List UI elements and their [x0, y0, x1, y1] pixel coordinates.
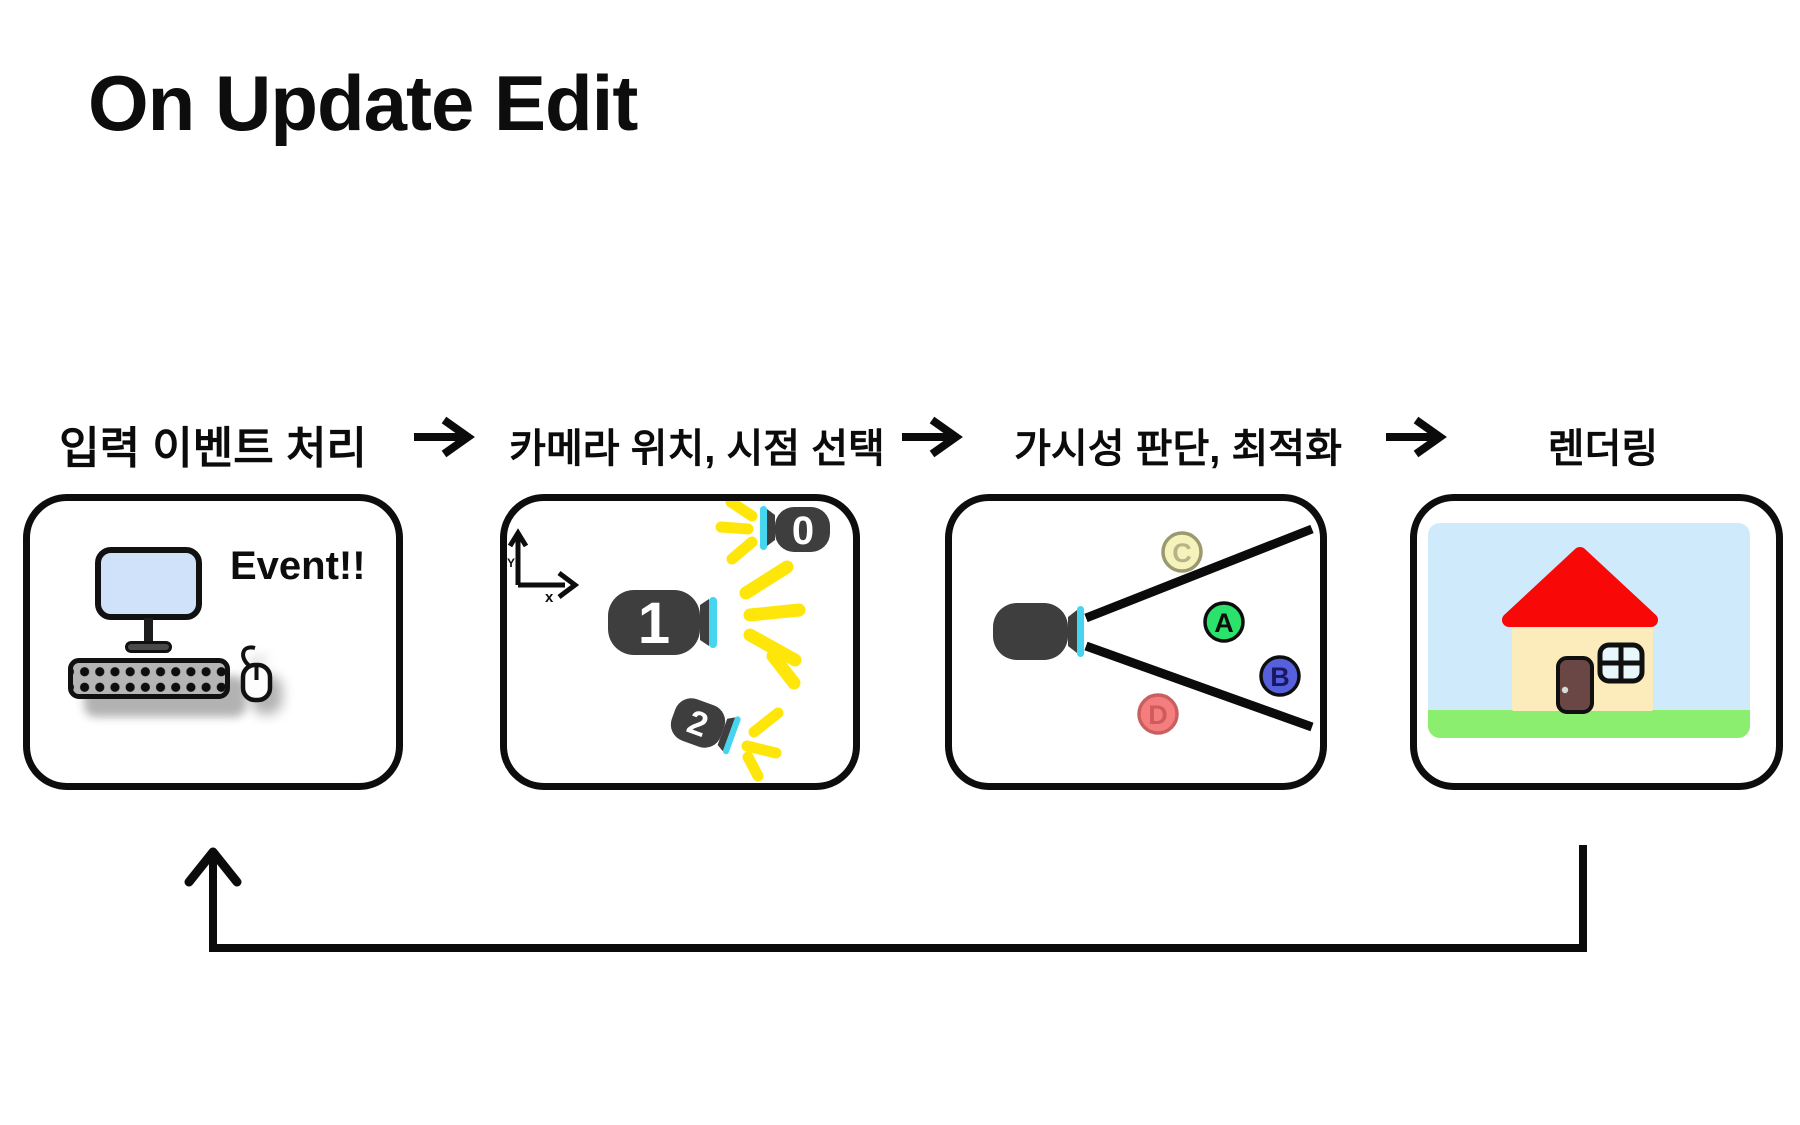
- flow-arrow-icon: [902, 416, 963, 458]
- door-knob: [1561, 686, 1569, 694]
- flash-icon: [715, 501, 758, 565]
- flash-icon: [741, 707, 784, 782]
- door-icon: [1556, 656, 1594, 714]
- visibility-stage-box: C A B D: [945, 494, 1327, 790]
- object-a: A: [1203, 601, 1245, 643]
- step-label-camera: 카메라 위치, 시점 선택: [509, 427, 885, 471]
- monitor-stand: [144, 618, 153, 644]
- camera-0-label: 0: [792, 509, 814, 553]
- visibility-scene: C A B D: [993, 524, 1314, 735]
- monitor-icon: [95, 547, 202, 620]
- render-stage-box: [1410, 494, 1783, 790]
- camera-0-icon: 0: [715, 501, 830, 565]
- object-d-label: D: [1148, 700, 1168, 730]
- axis-icon: Y x: [507, 528, 580, 606]
- rendered-image: [1428, 523, 1750, 738]
- flow-arrow-icon: [414, 416, 475, 458]
- flow-arrow-icon: [1386, 416, 1447, 458]
- page-title: On Update Edit: [88, 59, 638, 147]
- step-label-input: 입력 이벤트 처리: [59, 424, 367, 473]
- camera-2-icon: 2: [670, 698, 784, 782]
- object-b: B: [1259, 655, 1301, 697]
- object-b-label: B: [1270, 662, 1290, 692]
- mouse-icon: [240, 645, 273, 703]
- object-c: C: [1161, 531, 1203, 573]
- axis-y-label: Y: [507, 556, 515, 570]
- event-label: Event!!: [230, 544, 366, 588]
- camera-stage-box: Y x 0 1: [500, 494, 860, 790]
- camera-1-icon: 1: [608, 560, 806, 690]
- object-a-label: A: [1214, 608, 1234, 638]
- step-label-visibility: 가시성 판단, 최적화: [1014, 427, 1342, 471]
- monitor-base: [125, 641, 172, 653]
- house-icon: [1502, 547, 1658, 714]
- input-stage-box: Event!!: [23, 494, 403, 790]
- grass: [1428, 710, 1750, 738]
- roof: [1502, 547, 1658, 627]
- object-c-label: C: [1172, 538, 1192, 568]
- flash-icon: [739, 560, 806, 690]
- camera-scene: Y x 0 1: [507, 501, 830, 782]
- object-d: D: [1137, 693, 1179, 735]
- camera-icon: [993, 603, 1084, 660]
- axis-x-label: x: [545, 589, 554, 606]
- camera-1-label: 1: [638, 591, 670, 656]
- keyboard-icon: [68, 658, 230, 699]
- feedback-arrow-icon: [184, 845, 1587, 952]
- view-frustum-icon: [1084, 524, 1314, 732]
- step-label-render: 렌더링: [1547, 427, 1659, 471]
